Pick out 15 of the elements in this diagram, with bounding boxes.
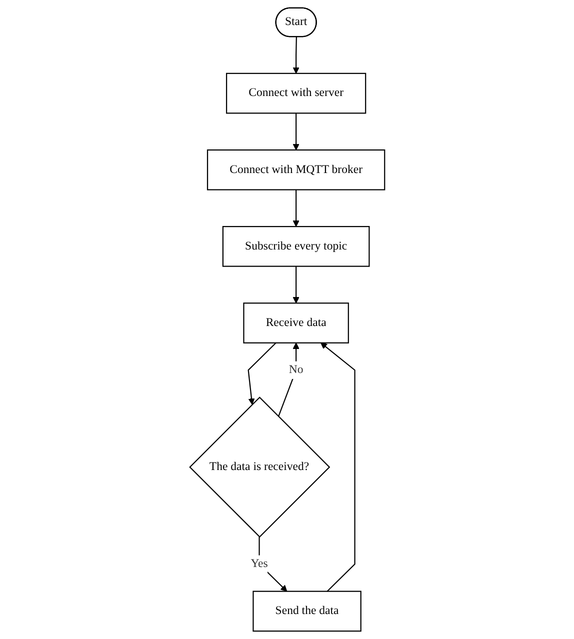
node-box: Subscribe every topic: [222, 226, 370, 267]
arrow: [247, 342, 276, 405]
node-box: Connect with MQTT broker: [206, 149, 385, 190]
edge-label: No: [288, 363, 304, 376]
arrow: [320, 342, 356, 592]
arrow: [292, 36, 300, 74]
arrow: [292, 113, 300, 150]
arrow: [258, 536, 287, 592]
arrow: [292, 190, 300, 227]
node-box: Receive data: [242, 302, 349, 344]
arrow: [292, 266, 300, 304]
edge-label: Yes: [250, 557, 268, 570]
node-box: Send the data: [252, 590, 362, 632]
node-box: Connect with server: [226, 72, 366, 114]
node-diamond: The data is received?: [188, 396, 330, 538]
